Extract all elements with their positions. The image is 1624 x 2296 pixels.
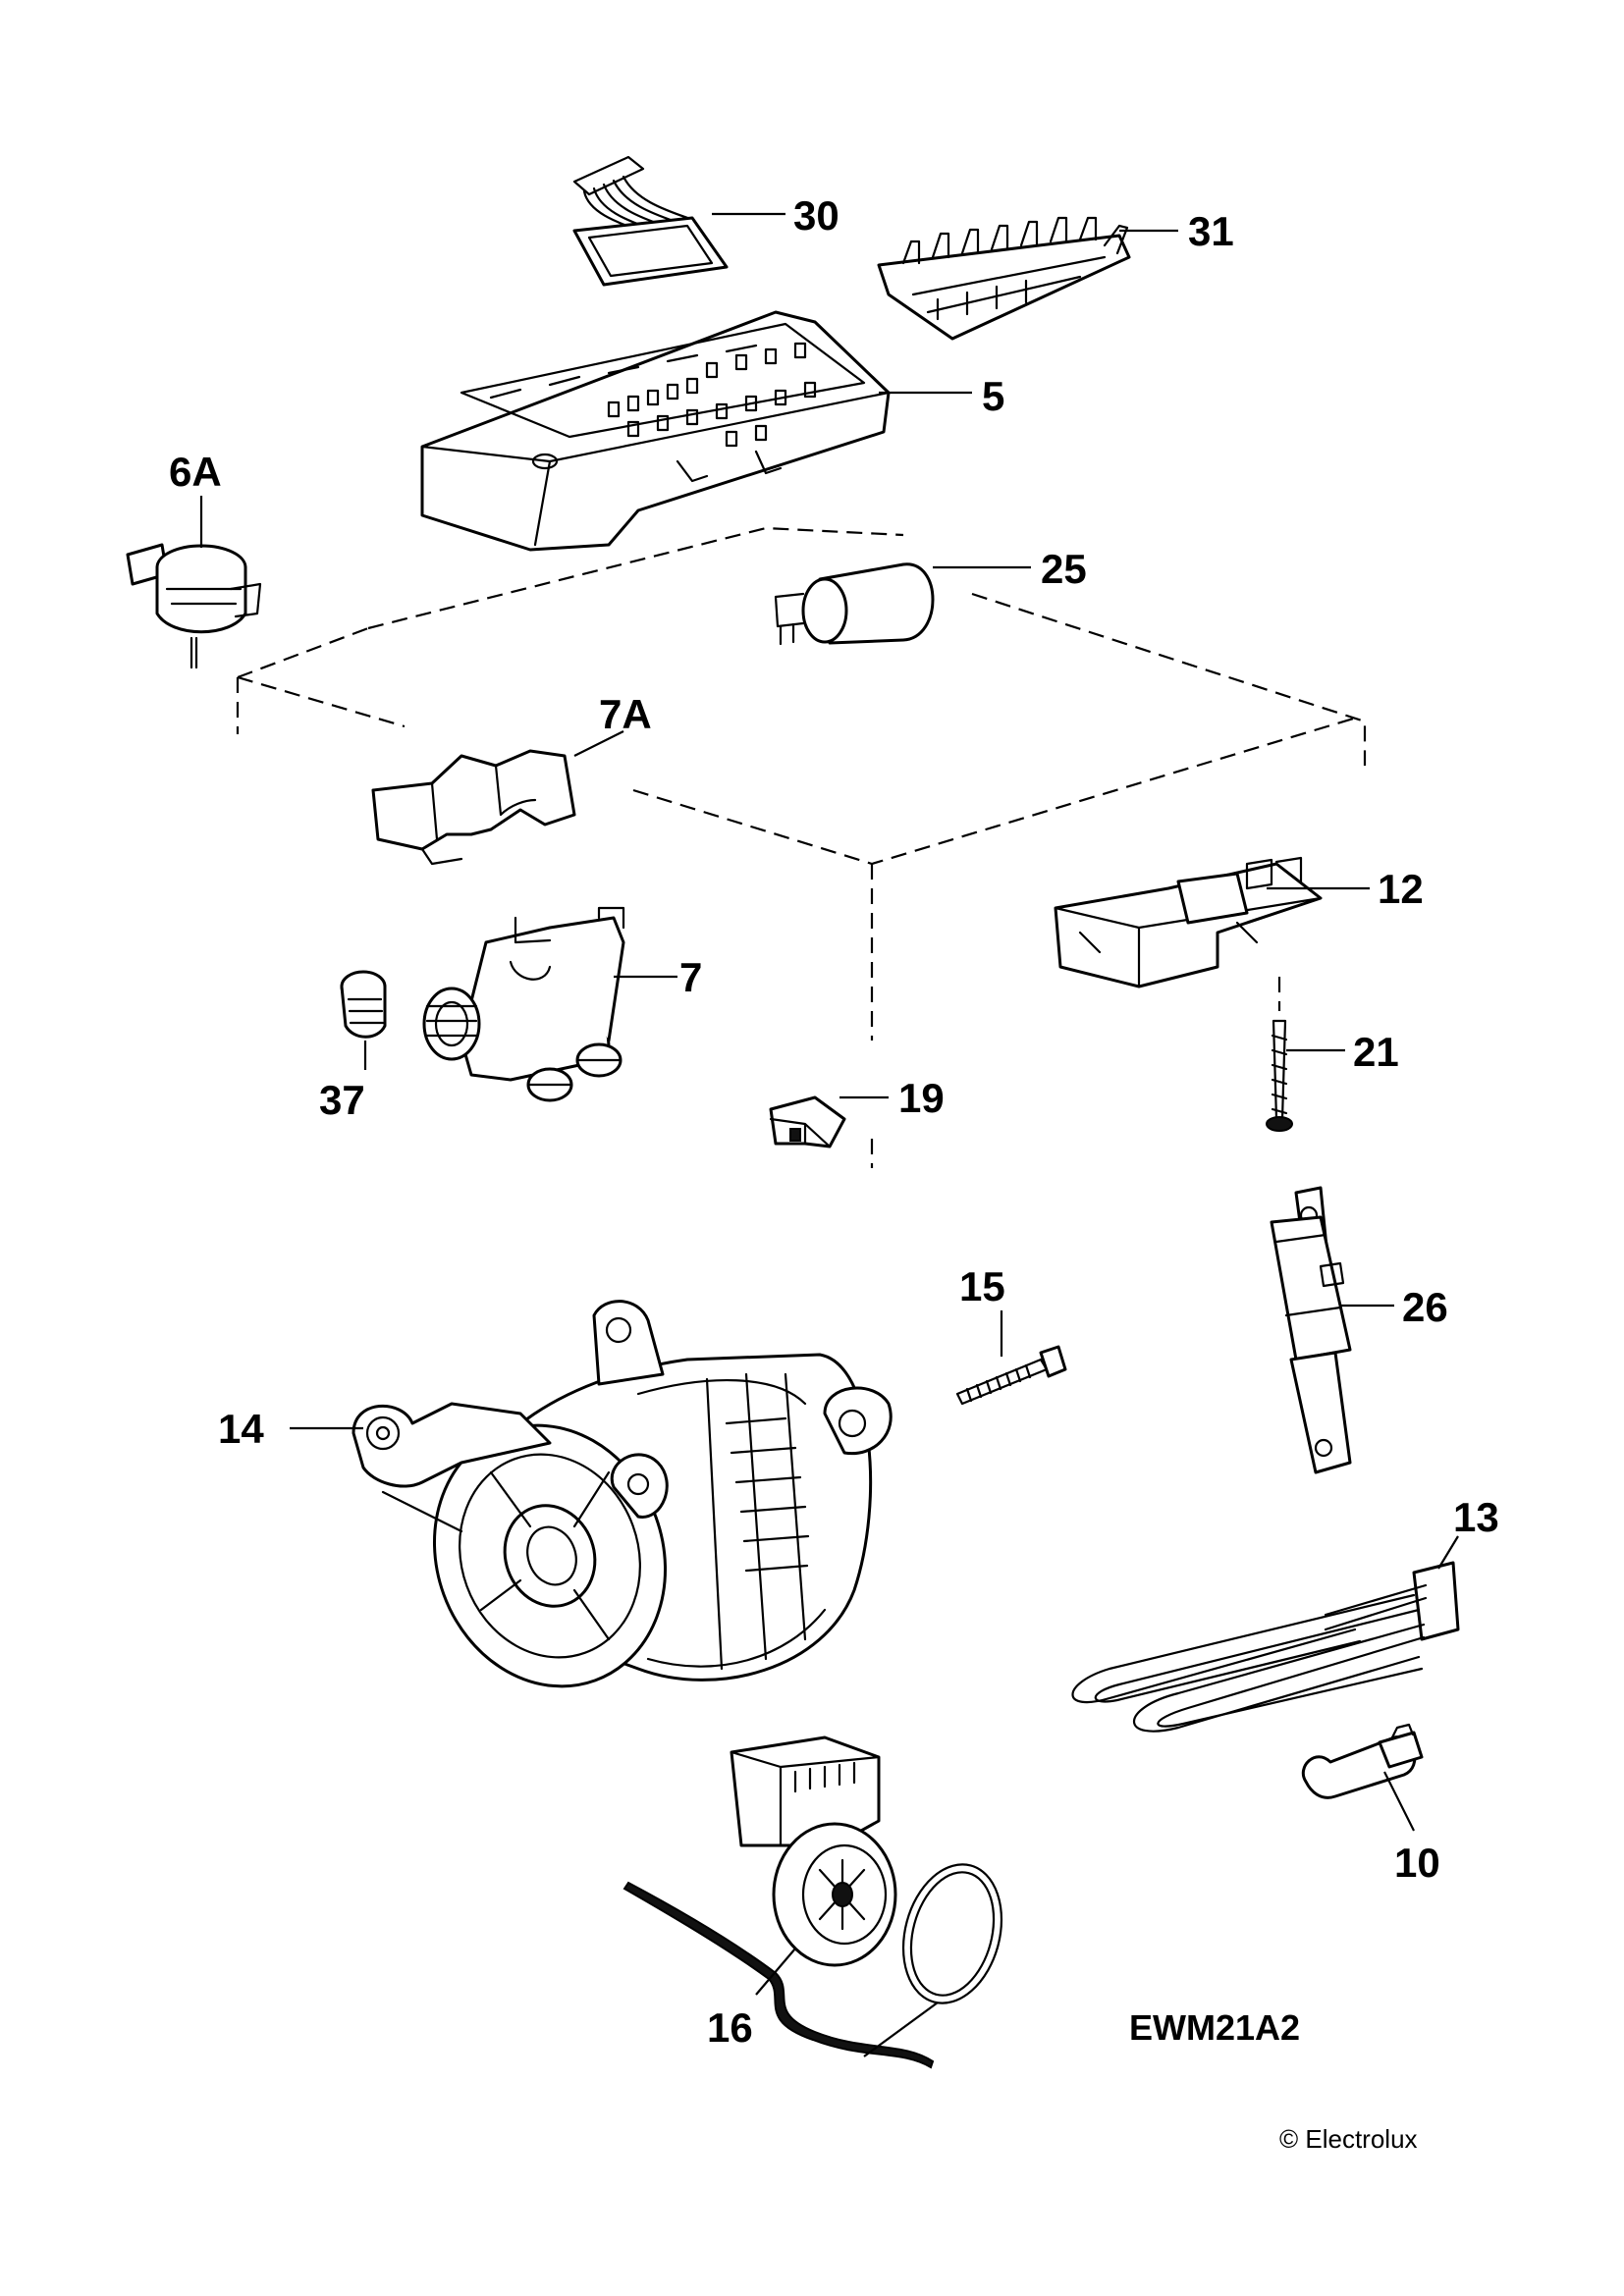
- callout-26: 26: [1402, 1284, 1448, 1330]
- assembly-frame: [236, 526, 1367, 1168]
- callout-15: 15: [959, 1263, 1005, 1309]
- copyright-text: © Electrolux: [1279, 2124, 1418, 2154]
- part-21-screw: [1266, 977, 1293, 1132]
- part-26-thermostat: [1270, 1186, 1352, 1474]
- part-25-capacitor: [774, 562, 935, 646]
- part-12-door-lock: [1054, 856, 1323, 988]
- part-6A-selector: [126, 543, 262, 669]
- model-code: EWM21A2: [1129, 2007, 1300, 2048]
- part-30-ribbon-cable: [572, 155, 729, 287]
- callout-21: 21: [1353, 1029, 1399, 1075]
- callout-6A: 6A: [169, 449, 222, 495]
- leader-lines: [199, 212, 1459, 2057]
- callout-5: 5: [982, 373, 1004, 419]
- part-15-screw: [955, 1345, 1067, 1406]
- callout-labels: 30 31 5 6A 25 7A 12 7 21 37 19 15 26 14 …: [169, 192, 1499, 2051]
- callout-12: 12: [1378, 866, 1424, 912]
- part-7-inlet-valve: [422, 906, 625, 1102]
- part-13-heating-element: [1071, 1561, 1460, 1733]
- part-10-ntc-sensor: [1301, 1723, 1424, 1799]
- part-14-motor: [352, 1300, 893, 1688]
- callout-19: 19: [898, 1075, 945, 1121]
- callout-14: 14: [218, 1406, 264, 1452]
- part-19-clip: [769, 1095, 846, 1148]
- callout-25: 25: [1041, 546, 1087, 592]
- part-31-button-board: [877, 216, 1131, 341]
- part-37-filter: [340, 970, 387, 1039]
- callout-13: 13: [1453, 1494, 1499, 1540]
- part-5-control-module: [420, 310, 891, 552]
- callout-7A: 7A: [599, 691, 652, 737]
- callout-16: 16: [707, 2004, 753, 2051]
- callout-37: 37: [319, 1077, 365, 1123]
- part-7A-bracket: [371, 749, 576, 866]
- callout-10: 10: [1394, 1840, 1440, 1886]
- callout-31: 31: [1188, 208, 1234, 254]
- callout-30: 30: [793, 192, 839, 239]
- callout-7: 7: [679, 954, 702, 1000]
- part-16-drain-pump: [623, 1735, 1003, 2069]
